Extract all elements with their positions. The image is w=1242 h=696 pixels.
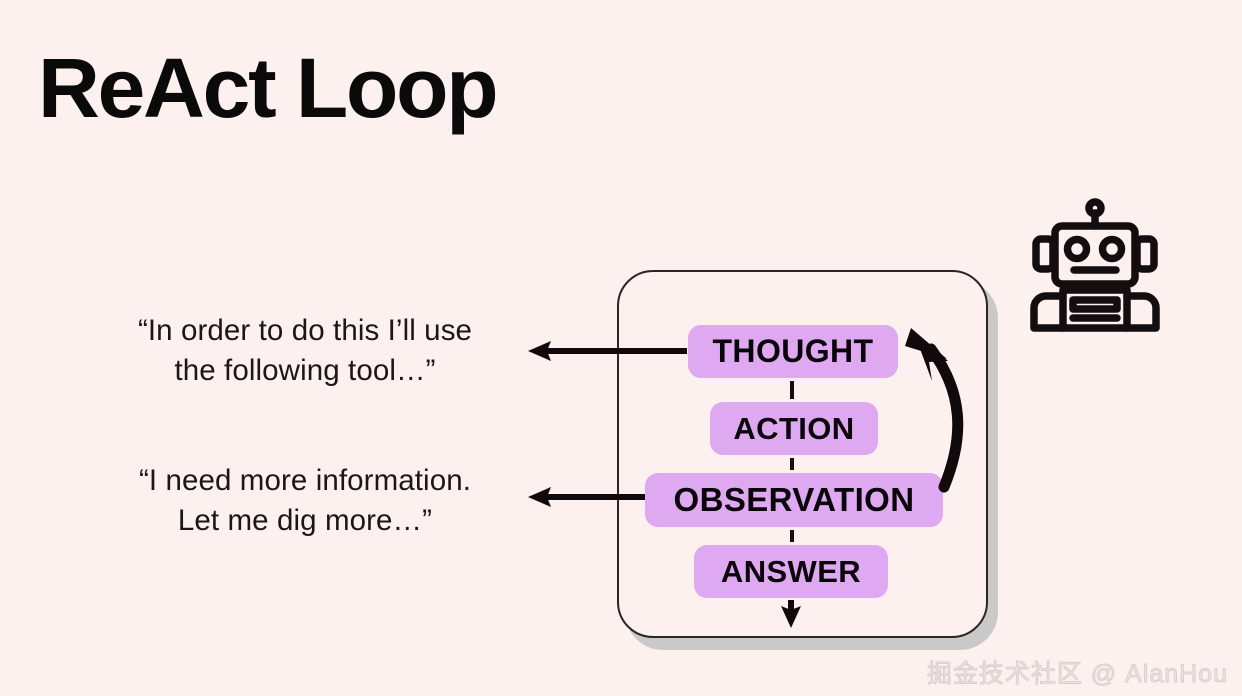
quote-observation-line-1: “I need more information. [138,464,472,497]
step-observation[interactable]: OBSERVATION [645,473,943,527]
robot-icon [1030,198,1160,332]
quote-thought: “In order to do this I’ll use the follow… [95,311,515,391]
step-thought[interactable]: THOUGHT [688,325,898,378]
connector-action-observation [790,458,794,470]
quote-observation: “I need more information. Let me dig mor… [95,461,515,541]
step-action[interactable]: ACTION [710,402,878,455]
connector-thought-action [790,381,794,399]
quote-thought-line-2: the following tool…” [174,354,436,387]
step-answer[interactable]: ANSWER [694,545,888,598]
page-title: ReAct Loop [38,41,499,135]
watermark: 掘金技术社区 @ AlanHou [926,660,1228,689]
connector-observation-answer [790,530,794,542]
quote-thought-line-1: “In order to do this I’ll use [137,314,473,347]
quote-observation-line-2: Let me dig more…” [177,504,433,537]
